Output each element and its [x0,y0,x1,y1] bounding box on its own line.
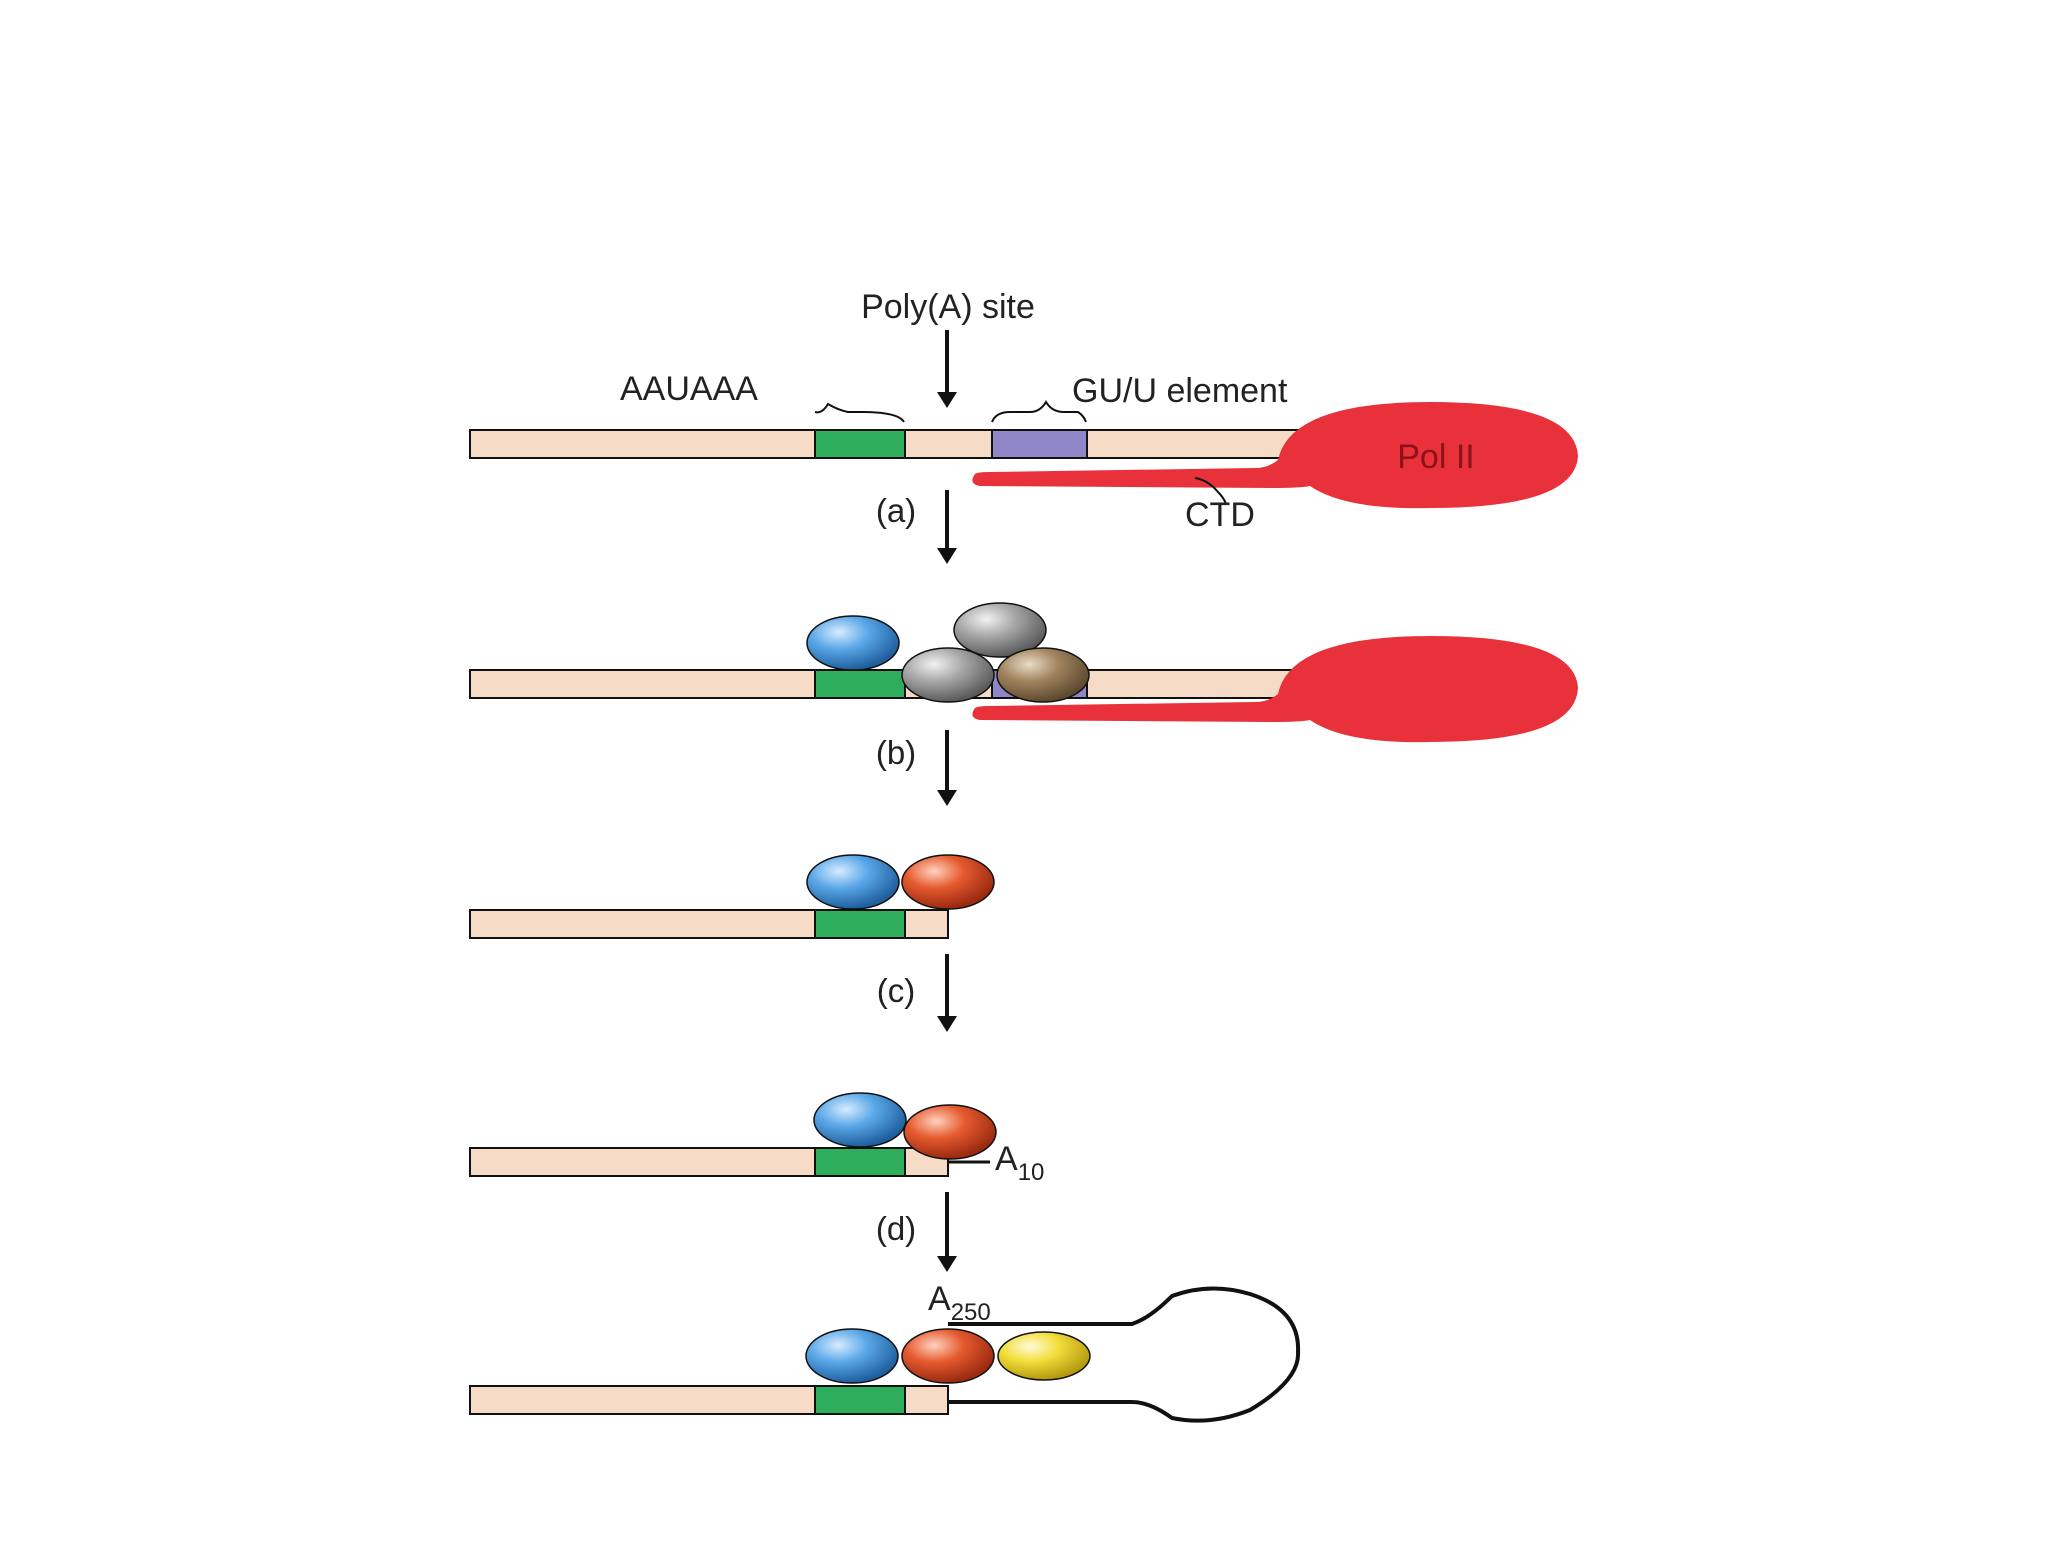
aauaaa-element [814,909,906,939]
panel-full-polyadenylation: A250 [469,1280,1301,1423]
blue-factor [806,854,900,910]
poly-a-site-label: Poly(A) site [861,288,1035,326]
blue-factor [805,1328,899,1384]
gray-factor-top [953,602,1047,658]
orange-factor [901,854,995,910]
poly-a-tail-loop [948,1286,1301,1423]
orange-factor [901,1328,995,1384]
gray-factor-left [901,647,995,703]
aauaaa-element [814,429,906,459]
step-c-label: (c) [877,972,915,1009]
step-d-arrowhead [937,1256,957,1272]
gu-u-bracket [991,400,1087,423]
gu-u-element [991,429,1088,459]
aauaaa-element [814,1385,906,1415]
aauaaa-element [814,1147,906,1177]
step-c-arrowhead [937,1016,957,1032]
a250-label: A250 [928,1280,991,1326]
ctd-label: CTD [1185,496,1255,534]
orange-factor [903,1104,997,1160]
pol-ii-enzyme [972,636,1578,743]
pol-ii-label: Pol II [1397,438,1474,476]
pol-ii-enzyme [972,402,1578,509]
step-b-label: (b) [876,734,916,771]
panel-initial-polyadenylation: A10 (d) [469,1092,1044,1272]
aauaaa-label: AAUAAA [620,370,758,408]
aauaaa-bracket [814,402,905,423]
blue-factor [813,1092,907,1148]
poly-a-site-arrowhead [937,392,957,408]
panel-complex-assembly: (b) [469,602,1578,806]
a10-label: A10 [995,1140,1044,1186]
panel-cleavage: (c) [469,854,995,1032]
aauaaa-element [814,669,906,699]
ctd-leader-line [1194,477,1227,505]
step-d-label: (d) [876,1210,916,1247]
panel-initial: Poly(A) site AAUAAA GU/U element Pol II … [469,288,1578,564]
step-a-label: (a) [876,492,916,529]
brown-factor [996,647,1090,703]
step-b-arrowhead [937,790,957,806]
step-a-arrowhead [937,548,957,564]
blue-factor [806,615,900,671]
yellow-factor [997,1331,1091,1381]
gu-u-element-label: GU/U element [1072,372,1288,410]
